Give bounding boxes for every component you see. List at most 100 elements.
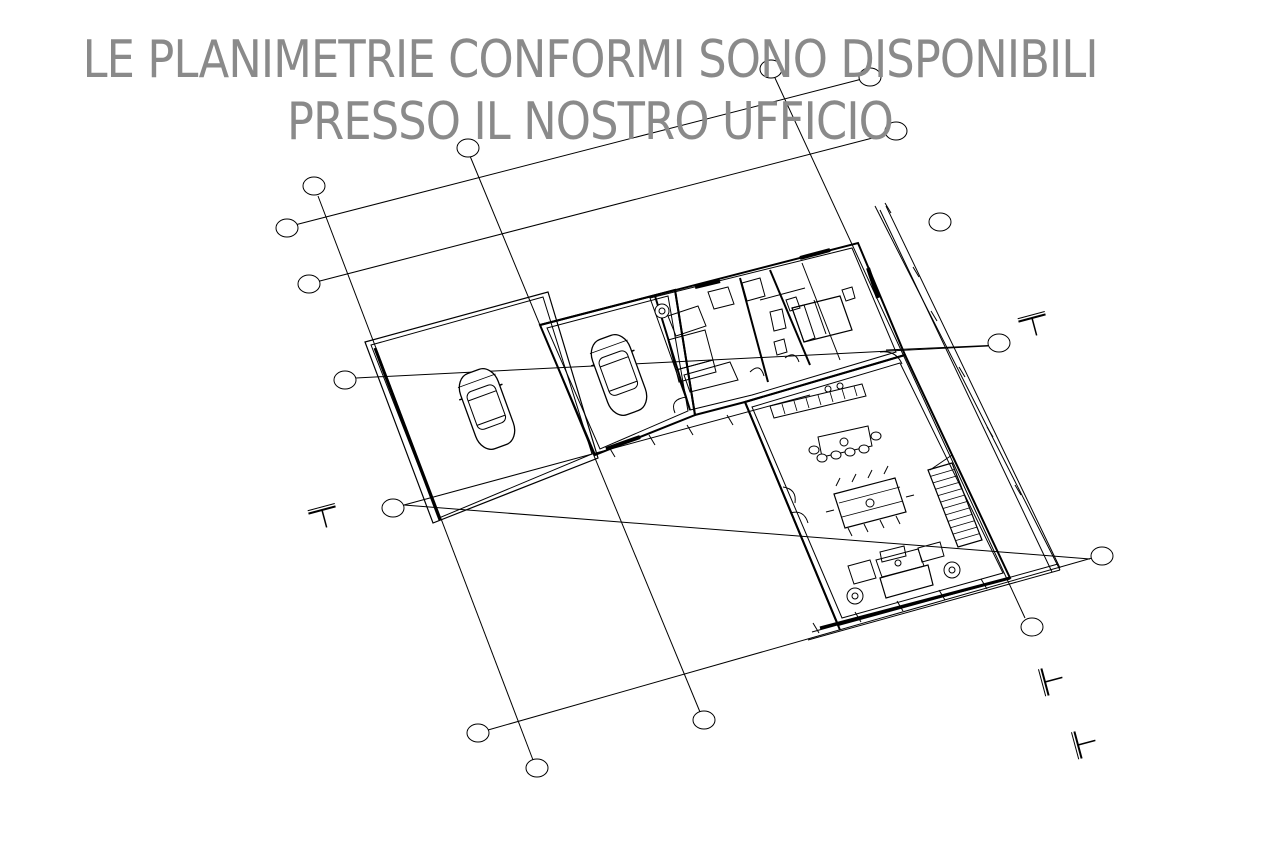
stair-tread-2 <box>932 475 958 484</box>
counter-div-1 <box>793 400 798 412</box>
door-swing-5 <box>782 486 796 504</box>
grid-line-d-part <box>403 504 1091 560</box>
grid-bubble-7 <box>525 758 549 778</box>
west-wall-living <box>744 401 841 631</box>
stair-tread-5 <box>940 494 965 503</box>
staircase <box>927 454 983 548</box>
south-wall-outer <box>807 569 1061 641</box>
tick-2 <box>648 434 656 446</box>
grid-bubble-10 <box>759 59 783 79</box>
grid-bubble-5 <box>381 498 405 518</box>
sofa-left <box>683 361 739 393</box>
counter-div-5 <box>841 388 846 400</box>
chair-small-5 <box>808 445 820 455</box>
carport-edge <box>373 347 442 521</box>
nightstand-1 <box>785 296 801 312</box>
section-marker-right-stem <box>1031 317 1038 336</box>
tick-7 <box>896 600 904 612</box>
car-1-hood <box>457 373 496 389</box>
stair-tread-9 <box>950 520 975 529</box>
tick-4 <box>726 414 734 426</box>
north-block-outline <box>539 241 907 417</box>
table-center-2 <box>865 498 875 508</box>
dimension-ticks <box>608 202 1061 634</box>
counter-div-6 <box>853 385 858 397</box>
car-2-rear-window <box>608 380 638 392</box>
grid-bubble-9 <box>692 710 716 730</box>
stair-tread-6 <box>942 501 968 509</box>
sofa-main <box>879 564 934 599</box>
tick-13 <box>958 366 966 378</box>
door-swing-3 <box>784 354 800 363</box>
window-2 <box>799 248 831 260</box>
grid-line-a <box>286 78 863 228</box>
grid-bubble-1 <box>302 176 326 196</box>
tick-11 <box>912 266 920 278</box>
grid-line-b <box>315 133 889 283</box>
car-1-mirror-l <box>458 398 463 401</box>
stair-tread-8 <box>947 513 973 522</box>
chair-small-2 <box>830 450 842 460</box>
grid-bubbles <box>275 59 1114 778</box>
grid-bubble-15 <box>1090 546 1114 566</box>
car-2-windshield <box>599 356 629 368</box>
living-block-inner <box>751 362 1004 619</box>
chair-bottom-3 <box>895 515 901 525</box>
car-1-cabin <box>466 384 507 430</box>
grid-bubble-3 <box>297 274 321 294</box>
car-1 <box>457 368 516 450</box>
section-marker-left-bar2 <box>307 502 335 512</box>
armchair-1 <box>847 559 877 585</box>
grid-bubble-12 <box>884 121 908 141</box>
door-swing-1 <box>673 396 688 414</box>
tick-10 <box>884 202 892 214</box>
section-marker-bottom-2-bar2 <box>1070 732 1080 760</box>
tick-1 <box>608 446 616 458</box>
wall-2 <box>739 277 769 383</box>
tick-6 <box>854 611 862 623</box>
tick-8 <box>938 589 946 601</box>
chair-small-4 <box>858 444 870 454</box>
east-dimension-line <box>885 205 1061 569</box>
section-marker-bottom-2-stem <box>1077 739 1096 746</box>
wall-3 <box>769 269 811 366</box>
north-block-inner <box>649 247 897 411</box>
section-marker-bottom-1 <box>1037 668 1063 697</box>
bed-right-head <box>791 304 816 343</box>
grid-bubble-8 <box>456 138 480 158</box>
section-markers <box>307 310 1096 760</box>
chair-bottom-1 <box>863 523 869 533</box>
bidet <box>773 338 788 356</box>
tick-14 <box>986 426 994 438</box>
grid-line-4 <box>874 205 1061 571</box>
section-marker-bottom-1-stem <box>1044 676 1063 683</box>
chair-left <box>707 286 735 310</box>
grid-axes <box>286 77 1093 761</box>
grid-line-e <box>487 557 1093 731</box>
grid-line-2 <box>469 155 701 713</box>
furniture <box>654 277 961 605</box>
section-marker-bottom-2 <box>1070 731 1096 760</box>
grid-line-c2 <box>885 344 1001 351</box>
carport-outline <box>364 291 599 524</box>
dining-table-large <box>833 477 907 529</box>
nightstand-2 <box>841 286 856 302</box>
section-marker-left-stem <box>321 509 328 528</box>
car-1-body <box>458 368 516 450</box>
door-swing-2 <box>749 367 765 377</box>
stair-tread-10 <box>952 526 978 535</box>
tick-15 <box>1014 484 1022 496</box>
section-marker-right-bar2 <box>1017 310 1045 320</box>
armchair-2 <box>917 541 945 563</box>
car-2-hood <box>589 339 628 355</box>
wall-4 <box>801 262 841 361</box>
grid-line-3 <box>774 77 1026 619</box>
car-2-mirror-r <box>631 349 635 352</box>
car-2-cabin <box>598 350 639 396</box>
armchair-3 <box>879 545 907 563</box>
window-1 <box>694 279 721 289</box>
bed-right <box>791 295 853 343</box>
desk-left <box>667 305 707 337</box>
